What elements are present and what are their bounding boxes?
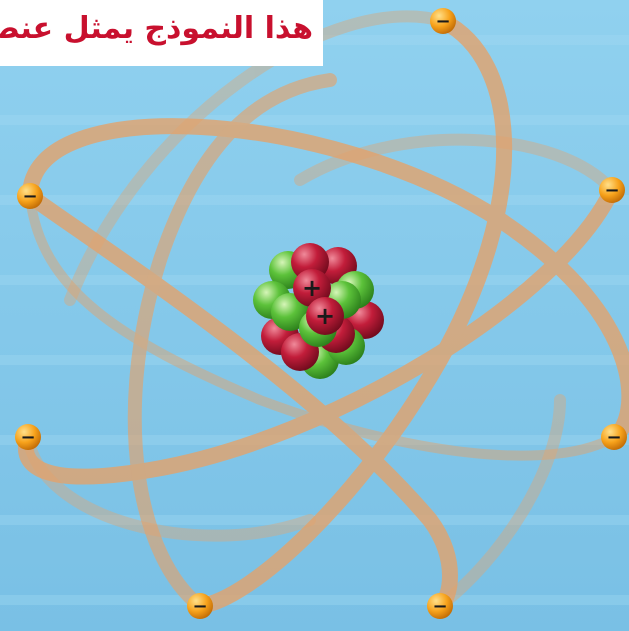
electron-sign: − <box>192 596 207 617</box>
proton-sign: + <box>302 274 322 302</box>
title-banner: هذا النموذج يمثل عنصر <box>0 0 323 66</box>
electron-sign: − <box>22 186 37 207</box>
electron: − <box>601 424 627 450</box>
electron: − <box>15 424 41 450</box>
electron-sign: − <box>435 11 450 32</box>
electron: − <box>430 8 456 34</box>
electron-sign: − <box>432 596 447 617</box>
electron: − <box>427 593 453 619</box>
electron: − <box>599 177 625 203</box>
electron: − <box>17 183 43 209</box>
electron-sign: − <box>20 427 35 448</box>
proton-sign: + <box>315 302 335 330</box>
electron: − <box>187 593 213 619</box>
electron-sign: − <box>604 180 619 201</box>
electron-sign: − <box>606 427 621 448</box>
page-title: هذا النموذج يمثل عنصر <box>0 9 313 49</box>
